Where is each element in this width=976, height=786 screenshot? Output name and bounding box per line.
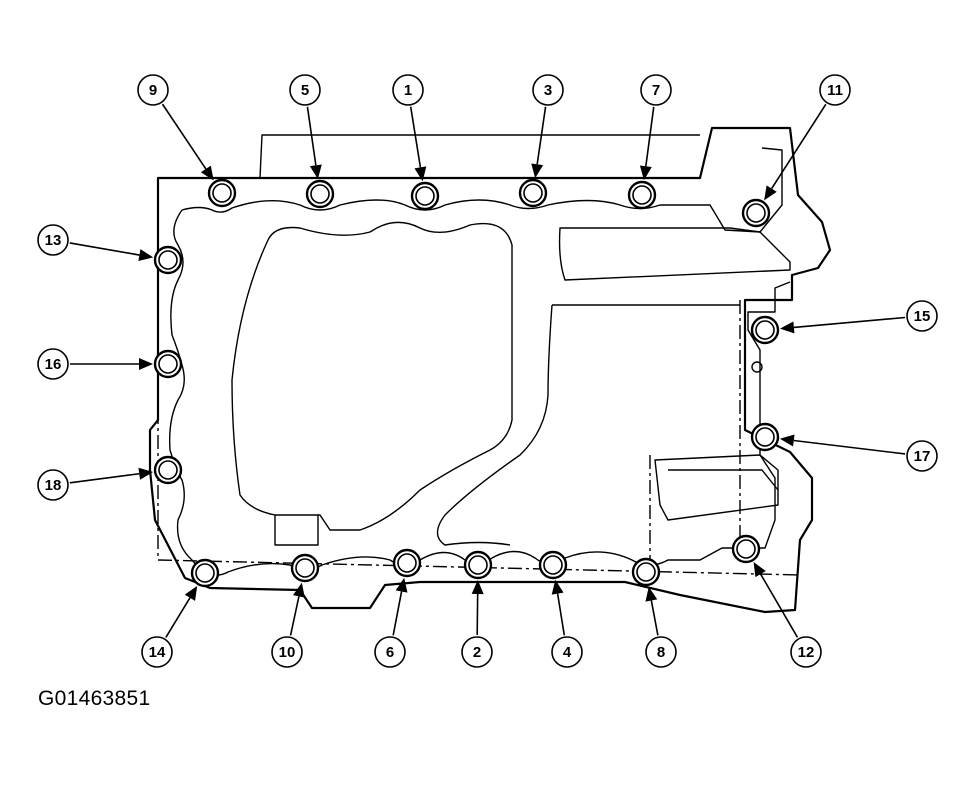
- leader-arrow-17: [779, 434, 906, 455]
- bolt-4: [538, 550, 568, 580]
- callout-3: 3: [532, 74, 564, 106]
- callout-circle: [819, 74, 851, 106]
- callout-18: 18: [37, 469, 69, 501]
- bolt-9: [207, 178, 237, 208]
- callout-5: 5: [289, 74, 321, 106]
- bolt-layer: [153, 178, 780, 588]
- callout-circle: [532, 74, 564, 106]
- callout-4: 4: [551, 636, 583, 668]
- bolt-14: [190, 558, 220, 588]
- callout-number: 10: [279, 644, 296, 661]
- leader-arrow-13: [69, 242, 154, 261]
- bolt-13: [153, 245, 183, 275]
- callout-circle: [37, 224, 69, 256]
- callout-number: 11: [827, 82, 843, 99]
- callout-circle: [461, 636, 493, 668]
- callout-circle: [37, 469, 69, 501]
- figure-code: G01463851: [38, 687, 151, 710]
- callout-circle: [551, 636, 583, 668]
- callout-number: 1: [404, 82, 412, 99]
- bolt-7: [627, 180, 657, 210]
- callout-number: 2: [473, 644, 481, 661]
- callout-circle: [271, 636, 303, 668]
- callout-circle: [790, 636, 822, 668]
- bolt-2: [463, 550, 493, 580]
- leader-arrow-14: [165, 585, 198, 638]
- leader-layer: [69, 103, 906, 638]
- callout-14: 14: [141, 636, 173, 668]
- callout-15: 15: [906, 300, 938, 332]
- callout-8: 8: [645, 636, 677, 668]
- callout-circle: [37, 348, 69, 380]
- bolt-17: [750, 422, 780, 452]
- callout-1: 1: [392, 74, 424, 106]
- callout-6: 6: [374, 636, 406, 668]
- leader-arrow-15: [779, 316, 906, 334]
- callout-circle: [906, 300, 938, 332]
- callout-circle: [141, 636, 173, 668]
- leader-arrow-8: [645, 586, 659, 636]
- callout-number: 13: [45, 232, 62, 249]
- callout-12: 12: [790, 636, 822, 668]
- callout-9: 9: [137, 74, 169, 106]
- callout-number: 15: [914, 308, 931, 325]
- bolt-10: [290, 553, 320, 583]
- leader-arrow-18: [69, 467, 154, 484]
- leader-arrow-3: [531, 106, 547, 179]
- callout-7: 7: [640, 74, 672, 106]
- callout-circle: [645, 636, 677, 668]
- callout-number: 6: [386, 644, 394, 661]
- bolt-11: [741, 198, 771, 228]
- bolt-6: [392, 548, 422, 578]
- callout-circle: [392, 74, 424, 106]
- bolt-8: [631, 557, 661, 587]
- callout-number: 8: [657, 644, 665, 661]
- callout-number: 9: [149, 82, 157, 99]
- housing-outline: [148, 126, 832, 614]
- callout-number: 14: [149, 644, 166, 661]
- callout-10: 10: [271, 636, 303, 668]
- leader-arrow-5: [306, 106, 322, 180]
- bolt-16: [153, 349, 183, 379]
- bolt-12: [731, 534, 761, 564]
- callout-number: 16: [45, 356, 62, 373]
- leader-arrow-7: [639, 106, 655, 181]
- leader-arrow-4: [551, 579, 566, 636]
- leader-arrow-16: [70, 358, 153, 370]
- leader-arrow-10: [289, 582, 305, 636]
- leader-arrow-11: [764, 103, 827, 201]
- leader-arrow-9: [161, 103, 214, 181]
- callout-circle: [137, 74, 169, 106]
- leader-arrow-1: [409, 106, 427, 182]
- callout-number: 4: [563, 644, 572, 661]
- callout-11: 11: [819, 74, 851, 106]
- bolt-5: [305, 179, 335, 209]
- callout-number: 3: [544, 82, 552, 99]
- bolt-1: [410, 181, 440, 211]
- leader-arrow-12: [753, 561, 799, 638]
- callout-circle: [906, 440, 938, 472]
- leader-arrow-6: [392, 577, 408, 636]
- callout-number: 7: [652, 82, 660, 99]
- callout-17: 17: [906, 440, 938, 472]
- callout-number: 5: [301, 82, 309, 99]
- callout-number: 12: [798, 644, 815, 661]
- bolt-18: [153, 455, 183, 485]
- callout-number: 17: [914, 448, 931, 465]
- bolt-3: [518, 178, 548, 208]
- callout-circle: [374, 636, 406, 668]
- bolt-15: [750, 315, 780, 345]
- callout-13: 13: [37, 224, 69, 256]
- callout-2: 2: [461, 636, 493, 668]
- callout-number: 18: [45, 477, 62, 494]
- callout-16: 16: [37, 348, 69, 380]
- leader-arrow-2: [471, 579, 484, 636]
- callout-circle: [289, 74, 321, 106]
- callout-circle: [640, 74, 672, 106]
